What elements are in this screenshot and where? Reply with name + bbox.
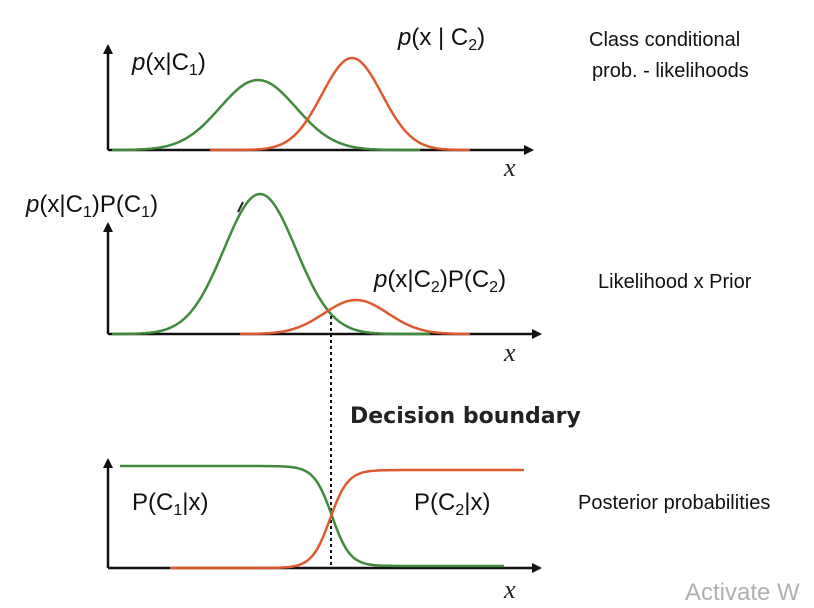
label-joint-c2: p(x|C2)P(C2) xyxy=(373,266,506,296)
posterior-curve-c1 xyxy=(120,464,504,568)
decision-boundary-label: Decision boundary xyxy=(350,404,581,429)
panel-posteriors: P(C1|x) P(C2|x) x Posterior probabilitie… xyxy=(103,458,770,604)
label-likelihood-c1: p(x|C1) xyxy=(131,49,206,79)
label-joint-c1: p(x|C1)P(C1) xyxy=(25,191,158,221)
caption-likelihoods-line1: Class conditional xyxy=(589,29,740,51)
panel-likelihood-prior: p(x|C1)P(C1) p(x|C2)P(C2) x Likelihood x… xyxy=(25,191,752,367)
watermark-text: Activate W xyxy=(685,579,800,606)
x-axis-label: x xyxy=(503,338,516,367)
label-likelihood-c2: p(x | C2) xyxy=(397,24,485,54)
caption-posteriors: Posterior probabilities xyxy=(578,492,770,514)
joint-curve-c1 xyxy=(112,192,430,336)
brush-mark xyxy=(237,201,244,213)
joint-curve-c2 xyxy=(239,298,470,336)
x-axis-label: x xyxy=(503,575,516,604)
label-posterior-c1: P(C1|x) xyxy=(132,489,208,519)
x-axis-label: x xyxy=(503,153,516,182)
likelihood-curve-c1 xyxy=(111,78,420,152)
label-posterior-c2: P(C2|x) xyxy=(414,489,490,519)
caption-likelihood-prior: Likelihood x Prior xyxy=(598,271,752,293)
likelihood-curve-c2 xyxy=(210,56,471,152)
posterior-curve-c2 xyxy=(170,468,524,570)
caption-likelihoods-line2: prob. - likelihoods xyxy=(592,60,749,82)
panel-likelihoods: p(x|C1) p(x | C2) x Class conditional pr… xyxy=(103,24,749,182)
